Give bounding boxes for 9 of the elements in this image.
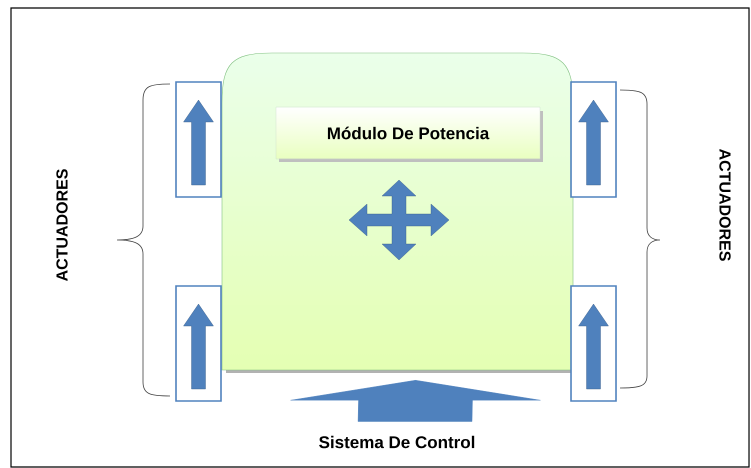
caption-text: Sistema De Control — [319, 436, 474, 448]
actuator-box — [570, 81, 617, 198]
title-box: Módulo De Potencia — [276, 106, 543, 162]
side-label: ACTUADORES — [719, 148, 731, 261]
side-label: ACTUADORES — [56, 169, 68, 282]
block-arrow — [290, 380, 541, 422]
actuator-box — [175, 285, 222, 402]
actuator-box — [175, 81, 222, 198]
actuator-box — [570, 285, 617, 402]
